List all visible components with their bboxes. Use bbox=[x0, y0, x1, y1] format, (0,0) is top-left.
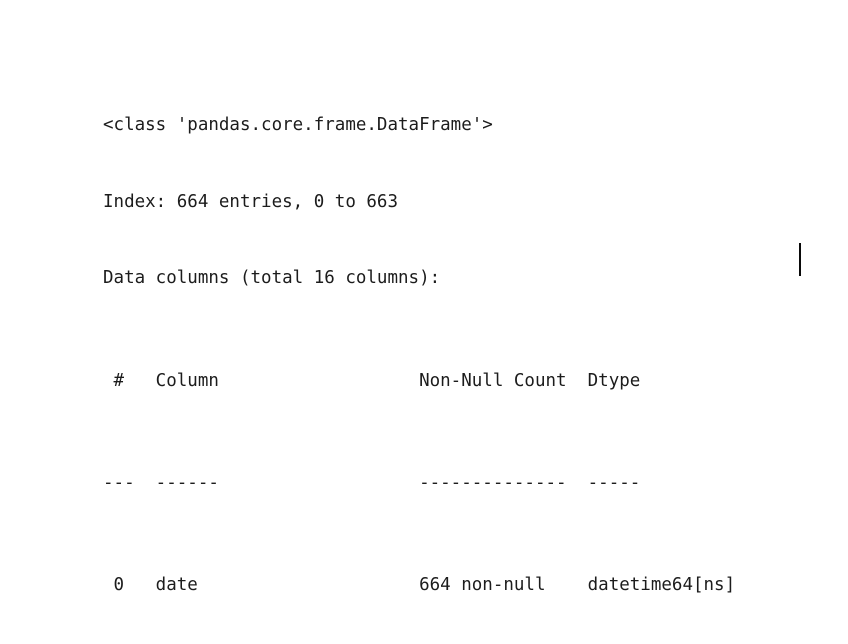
separator-index: --- bbox=[103, 473, 135, 494]
text-cursor[interactable] bbox=[799, 243, 801, 276]
class-line: <class 'pandas.core.frame.DataFrame'> bbox=[103, 114, 493, 135]
index-line: Index: 664 entries, 0 to 663 bbox=[103, 191, 399, 212]
separator-dtype: ----- bbox=[587, 473, 641, 494]
row-dtype: datetime64[ns] bbox=[587, 575, 736, 596]
separator-column: ------ bbox=[155, 473, 219, 494]
header-dtype: Dtype bbox=[587, 370, 641, 391]
table-header-row: # Column Non-Null Count Dtype bbox=[103, 369, 735, 395]
data-columns-line: Data columns (total 16 columns): bbox=[103, 268, 441, 289]
table-separator-row: --- ------ -------------- ----- bbox=[103, 471, 735, 497]
separator-non-null-count: -------------- bbox=[419, 473, 567, 494]
table-row: 0 date 664 non-null datetime64[ns] bbox=[103, 573, 736, 599]
row-column-name: date bbox=[155, 575, 198, 596]
header-index: # bbox=[113, 370, 125, 391]
header-column: Column bbox=[155, 370, 219, 391]
row-index: 0 bbox=[113, 575, 125, 596]
dataframe-info-output: <class 'pandas.core.frame.DataFrame'> In… bbox=[103, 36, 735, 644]
header-non-null-count: Non-Null Count bbox=[419, 370, 567, 391]
row-non-null-count: 664 non-null bbox=[419, 575, 546, 596]
